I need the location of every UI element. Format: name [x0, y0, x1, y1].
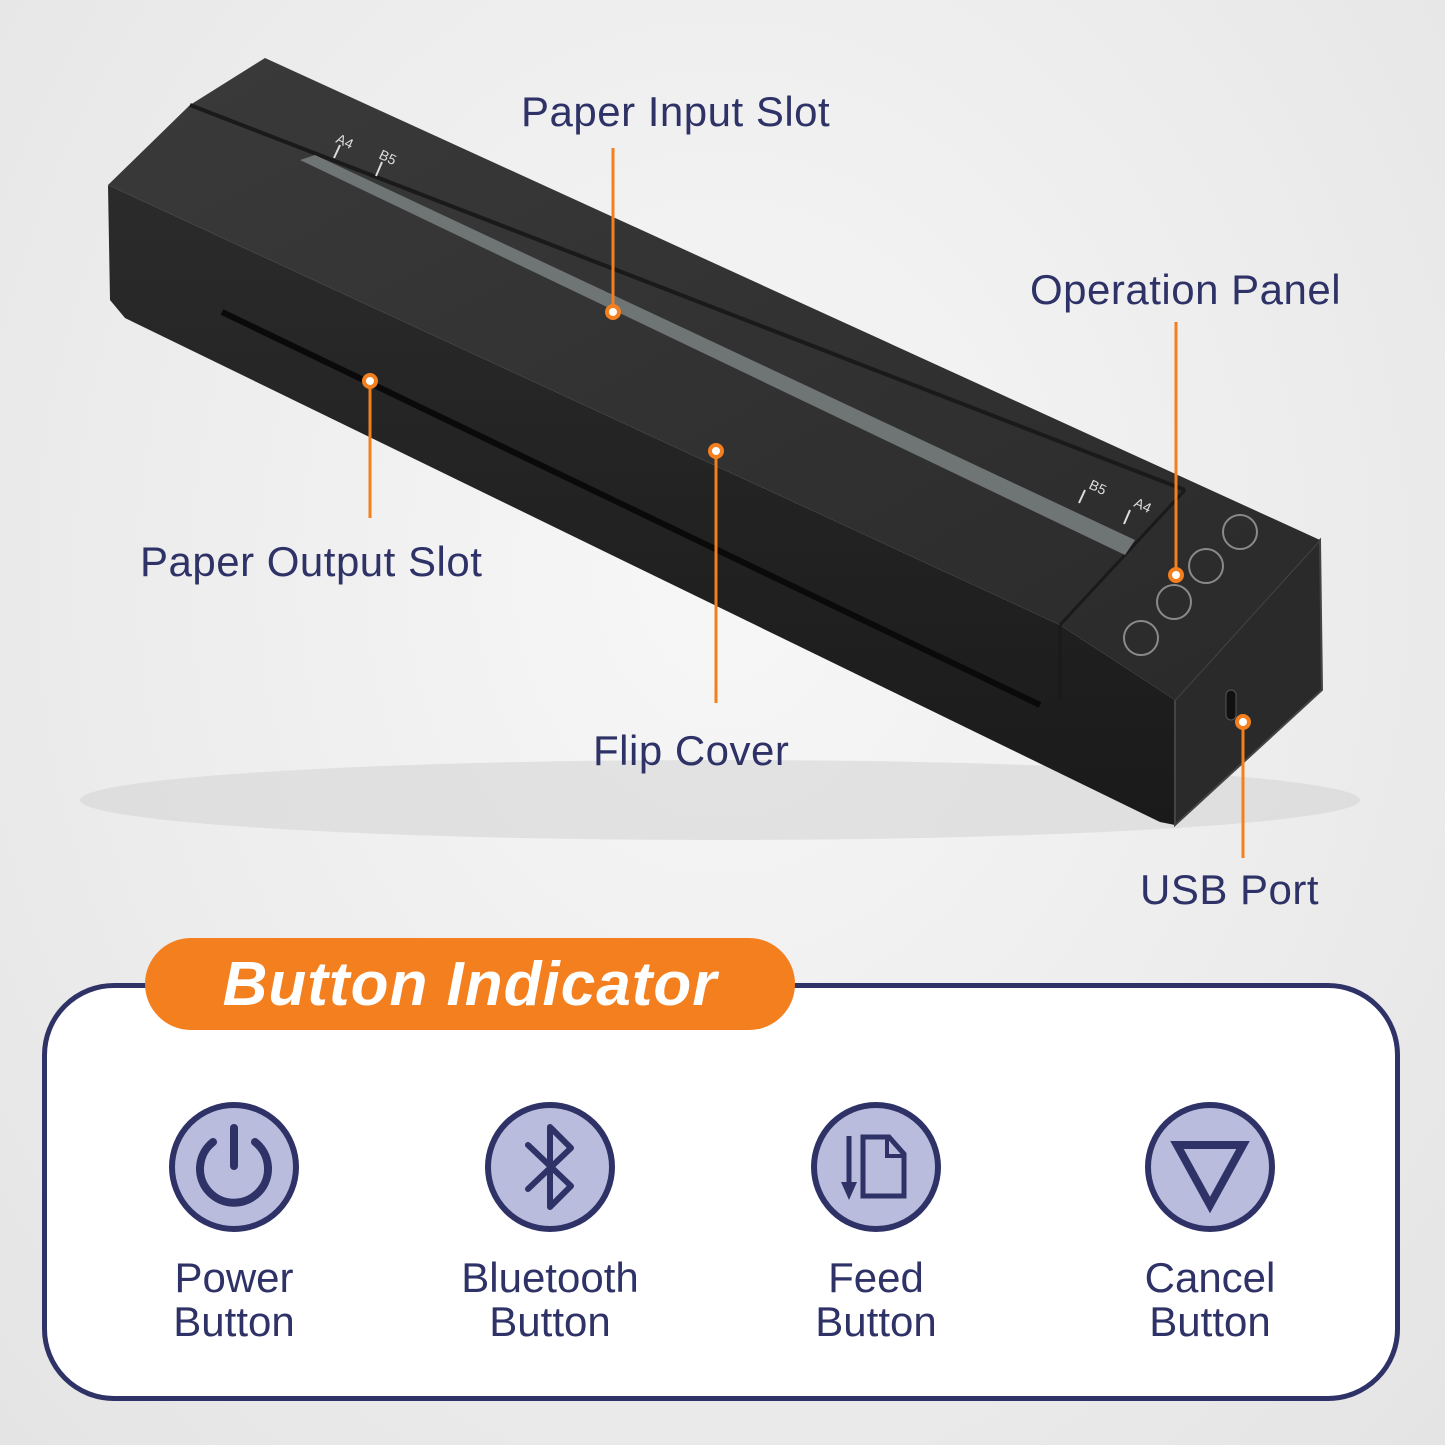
feed-label-1: Feed [828, 1254, 924, 1301]
printer-illustration: A4 B5 B5 A4 [80, 58, 1360, 858]
feed-label-2: Button [815, 1298, 937, 1345]
bluetooth-label-2: Button [489, 1298, 611, 1345]
power-label-1: Power [174, 1254, 294, 1301]
label-paper-input-slot: Paper Input Slot [521, 88, 831, 135]
feed-icon [811, 1102, 941, 1232]
printer-top-face [108, 58, 1320, 700]
cancel-label-2: Button [1149, 1298, 1271, 1345]
label-flip-cover: Flip Cover [593, 727, 790, 774]
bluetooth-icon [485, 1102, 615, 1232]
callout-lines [368, 148, 1245, 858]
bluetooth-label-1: Bluetooth [461, 1254, 639, 1301]
paper-input-slot [300, 155, 1135, 555]
cancel-icon [1145, 1102, 1275, 1232]
usb-port [1225, 689, 1237, 721]
callout-dots [362, 304, 1251, 730]
power-icon [169, 1102, 299, 1232]
cancel-icon [1222, 514, 1258, 550]
printer-front-face [108, 185, 1175, 825]
power-icon [1123, 620, 1159, 656]
power-label-2: Button [173, 1298, 295, 1345]
operation-panel [1123, 514, 1258, 656]
feed-icon [1188, 548, 1224, 584]
label-usb-port: USB Port [1140, 866, 1320, 913]
button-indicator-badge: Button Indicator [145, 938, 795, 1030]
svg-text:A4: A4 [1132, 494, 1154, 516]
button-indicator-title: Button Indicator [222, 949, 718, 1019]
label-paper-output-slot: Paper Output Slot [140, 538, 483, 585]
bluetooth-icon [1156, 584, 1192, 620]
label-operation-panel: Operation Panel [1030, 266, 1342, 313]
cancel-label-1: Cancel [1144, 1254, 1276, 1301]
svg-text:B5: B5 [1087, 476, 1109, 498]
paper-output-slot [220, 309, 1042, 708]
